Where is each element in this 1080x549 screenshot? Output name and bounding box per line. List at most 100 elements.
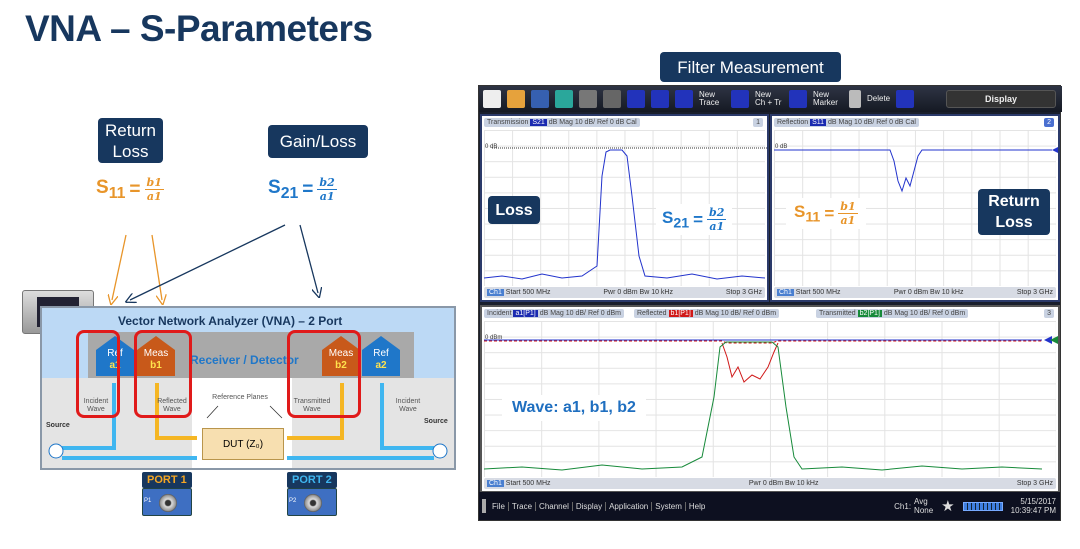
trace-name: Incident — [487, 310, 512, 317]
toolbar: New Trace New Ch + Tr New Marker Delete … — [479, 86, 1062, 112]
p2-tag: P2 — [289, 498, 297, 504]
dut-block: DUT (Z₀) — [202, 428, 284, 460]
channel-tag[interactable]: Ch1 — [487, 480, 504, 487]
new-ch-tr-button[interactable]: New Ch + Tr — [755, 90, 782, 107]
trace-header-a1[interactable]: Incident a1[P1] dB Mag 10 dB/ Ref 0 dBm — [484, 309, 625, 318]
new-marker-button[interactable]: New Marker — [813, 90, 838, 107]
port2-connector: P2 — [287, 488, 337, 516]
start-freq[interactable]: Start 500 MHz — [795, 289, 841, 296]
zoom-icon[interactable] — [627, 90, 645, 108]
stop-freq[interactable]: Stop 3 GHz — [725, 289, 762, 296]
s-sub: 11 — [805, 209, 821, 226]
power-bandwidth[interactable]: Pwr 0 dBm Bw 10 kHz — [603, 289, 673, 296]
delete-button[interactable]: Delete — [867, 94, 891, 103]
trace-info: dB Mag 10 dB/ Ref 0 dBm — [694, 310, 777, 317]
numerator: b1 — [144, 176, 164, 190]
display-button[interactable]: Display — [946, 90, 1056, 108]
delete-icon[interactable] — [849, 90, 861, 108]
open-folder-icon[interactable] — [507, 90, 525, 108]
trace-header[interactable]: Transmission S21 dB Mag 10 dB/ Ref 0 dB … — [484, 118, 640, 127]
zoom-1-1-icon[interactable] — [603, 90, 621, 108]
trace-param: a1[P1] — [513, 310, 538, 317]
menu-help[interactable]: Help — [688, 501, 706, 511]
trace-header[interactable]: Reflection S11 dB Mag 10 dB/ Ref 0 dB Ca… — [774, 118, 919, 127]
s-sub: 21 — [280, 184, 299, 202]
trace-info: dB Mag 10 dB/ Ref 0 dB Cal — [827, 119, 916, 126]
wizard-icon[interactable] — [896, 90, 915, 108]
wave-callout: Wave: a1, b1, b2 — [502, 395, 646, 421]
trace-header-b1[interactable]: Reflected b1[P1] dB Mag 10 dB/ Ref 0 dBm — [634, 309, 780, 318]
menu-trace[interactable]: Trace — [509, 501, 537, 511]
vna-title: Vector Network Analyzer (VNA) – 2 Port — [118, 314, 343, 328]
vna-screen: New Trace New Ch + Tr New Marker Delete … — [478, 85, 1062, 521]
trace-header-b2[interactable]: Transmitted b2[P1] dB Mag 10 dB/ Ref 0 d… — [816, 309, 969, 318]
trace-name: Reflected — [637, 310, 667, 317]
transmission-plot: Transmission S21 dB Mag 10 dB/ Ref 0 dB … — [480, 114, 769, 302]
transmitted-wave-label: Transmitted Wave — [293, 398, 331, 413]
menu-system[interactable]: System — [652, 501, 686, 511]
menu-bar: File Trace Channel Display Application S… — [479, 492, 1060, 520]
avg-value: None — [914, 506, 934, 515]
menu-application[interactable]: Application — [606, 501, 653, 511]
menu-file[interactable]: File — [489, 501, 509, 511]
menu-display[interactable]: Display — [573, 501, 607, 511]
receiver-label: Receiver / Detector — [190, 353, 299, 367]
arrows — [0, 224, 470, 310]
marker-zoom-icon[interactable] — [651, 90, 669, 108]
trace-name: Reflection — [777, 119, 809, 126]
start-freq[interactable]: Start 500 MHz — [505, 289, 551, 296]
time: 10:39:47 PM — [1010, 506, 1056, 515]
incident-wave-label: Incident Wave — [83, 398, 109, 413]
date: 5/15/2017 — [1020, 497, 1056, 506]
channel-tag[interactable]: Ch1 — [777, 289, 794, 296]
stop-freq[interactable]: Stop 3 GHz — [1016, 480, 1053, 487]
trace-name: Transmitted — [819, 310, 856, 317]
label: a1 — [109, 360, 121, 371]
menu-channel[interactable]: Channel — [536, 501, 573, 511]
save-icon[interactable] — [531, 90, 549, 108]
equals: = — [693, 209, 704, 229]
incident-wave-label: Incident Wave — [395, 398, 421, 413]
undo-icon[interactable] — [555, 90, 573, 108]
ref-level: 0 dB — [775, 144, 788, 150]
reference-planes-label: Reference Planes — [212, 394, 268, 401]
status-channel: Ch1: — [894, 501, 912, 511]
star-icon[interactable]: ★ — [941, 498, 955, 515]
trace-info: dB Mag 10 dB/ Ref 0 dBm — [539, 310, 622, 317]
return-loss-label: Return Loss — [98, 118, 163, 163]
label: Ref — [107, 348, 123, 359]
avg-label: Avg — [914, 497, 928, 506]
arrow — [151, 234, 162, 300]
p1-tag: P1 — [144, 498, 152, 504]
arrow — [130, 224, 286, 300]
new-trace-button[interactable]: New Trace — [699, 90, 720, 107]
reflected-wave-label: Reflected Wave — [157, 398, 187, 413]
menu-handle-icon[interactable] — [482, 499, 486, 513]
return-loss-callout: Return Loss — [978, 189, 1050, 235]
power-bandwidth[interactable]: Pwr 0 dBm Bw 10 kHz — [893, 289, 964, 296]
denominator: a1 — [840, 214, 856, 227]
s-label: S — [794, 201, 806, 221]
trace-param: b2[P1] — [857, 310, 882, 317]
gain-loss-label: Gain/Loss — [268, 125, 368, 158]
new-file-icon[interactable] — [483, 90, 501, 108]
reflection-plot: Reflection S11 dB Mag 10 dB/ Ref 0 dB Ca… — [770, 114, 1060, 302]
power-bandwidth[interactable]: Pwr 0 dBm Bw 10 kHz — [748, 480, 819, 487]
label: Meas — [328, 348, 354, 359]
trace-param: S21 — [530, 119, 547, 126]
new-channel-icon[interactable] — [731, 90, 749, 108]
channel-tag[interactable]: Ch1 — [487, 289, 504, 296]
new-trace-icon[interactable] — [675, 90, 693, 108]
new-marker-icon[interactable] — [789, 90, 807, 108]
redo-icon[interactable] — [579, 90, 597, 108]
stop-freq[interactable]: Stop 3 GHz — [1016, 289, 1053, 296]
ref-level: 0 dB — [485, 144, 498, 150]
vna-diagram: Vector Network Analyzer (VNA) – 2 Port R… — [40, 306, 456, 470]
start-freq[interactable]: Start 500 MHz — [505, 480, 551, 487]
wave-traces — [483, 336, 1058, 471]
